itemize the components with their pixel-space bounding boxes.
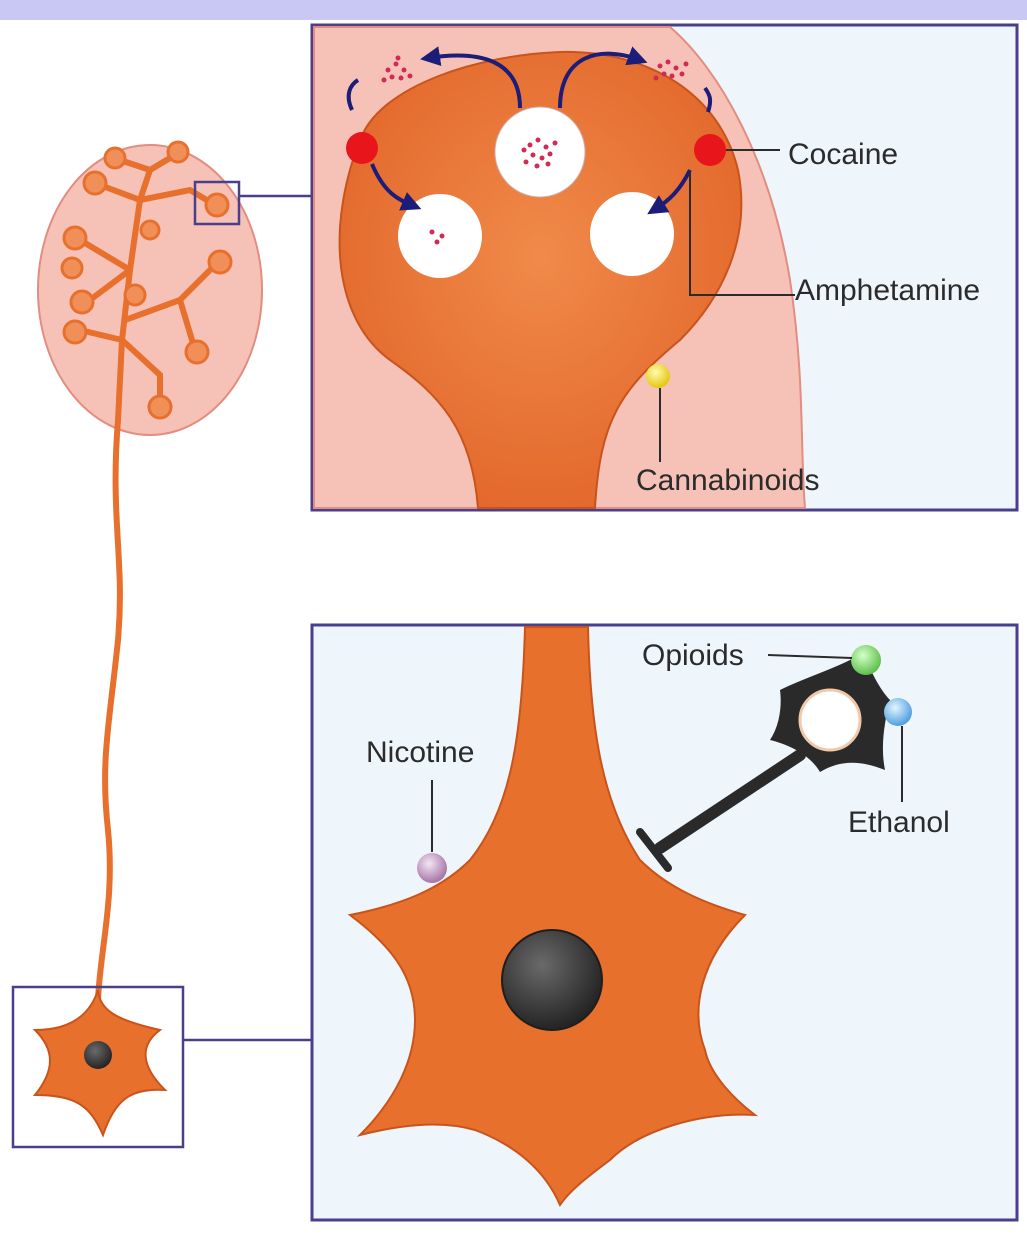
top-band [0,0,1027,20]
vesicle-center [495,107,585,197]
axon [98,420,120,1000]
transporter-right [694,134,726,166]
transporter-left [346,132,378,164]
label-opioids: Opioids [642,639,744,672]
terminal-panel: Cocaine Amphetamine Cannabinoids [312,25,1017,510]
nucleus-small [84,1041,112,1069]
label-ethanol: Ethanol [848,806,950,839]
nucleus-large [502,930,602,1030]
label-amphetamine: Amphetamine [795,274,980,307]
cell-body-panel: Opioids Nicotine Ethanol [312,625,1017,1220]
label-cocaine: Cocaine [788,138,898,171]
cannabinoid-receptor [646,364,670,388]
neuron-overview [13,142,312,1147]
axon-terminal-field [38,145,262,435]
label-cannabinoids: Cannabinoids [636,464,819,497]
opioid-receptor [851,645,881,675]
ethanol-receptor [884,698,912,726]
nicotine-receptor [417,853,447,883]
label-nicotine: Nicotine [366,736,474,769]
interneuron-nucleus [800,690,860,750]
